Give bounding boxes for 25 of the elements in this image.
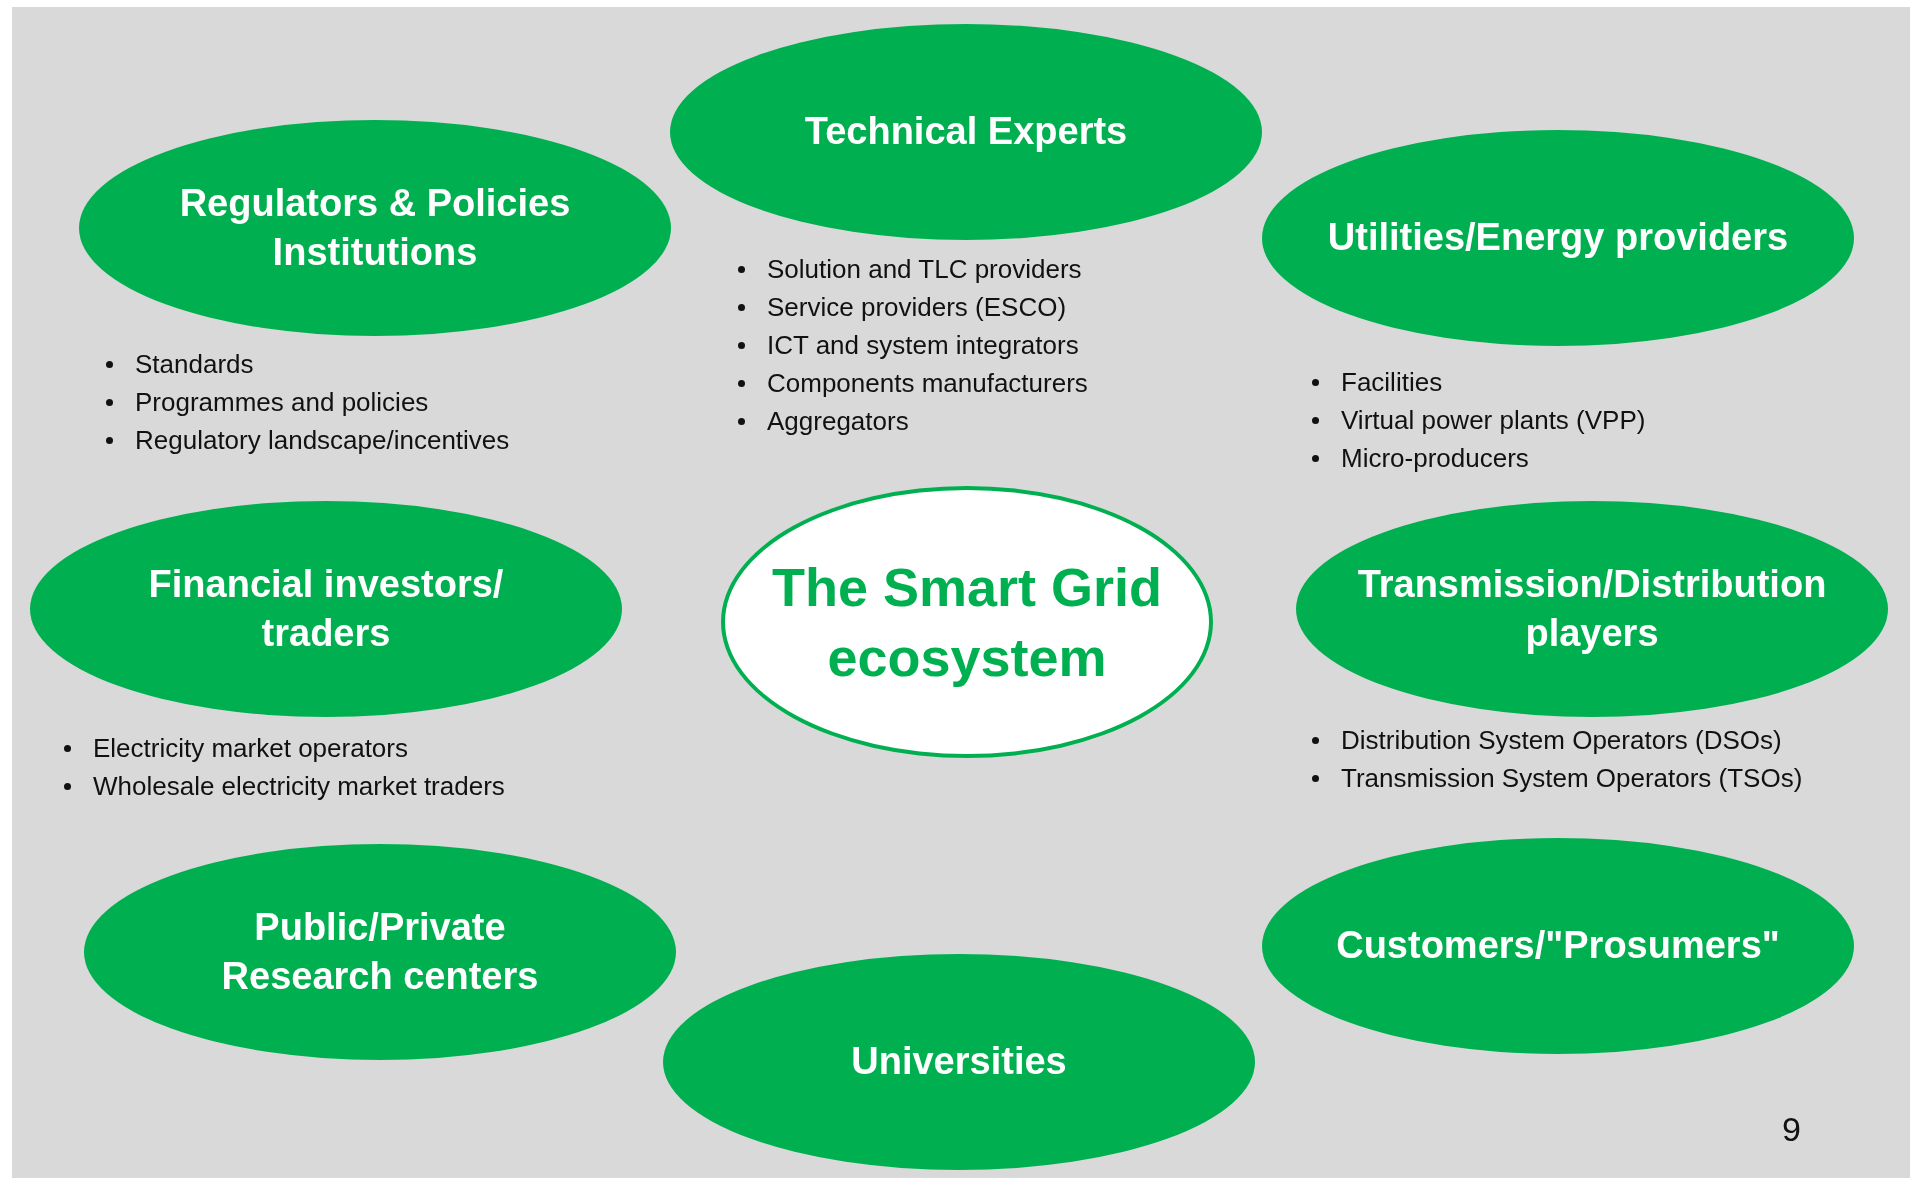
bullet-item: Components manufacturers [767,367,1088,400]
ellipse-title: Public/Private Research centers [220,904,540,999]
page-number: 9 [1782,1110,1801,1149]
bullet-item: Virtual power plants (VPP) [1341,404,1646,437]
bullet-item: ICT and system integrators [767,329,1079,362]
ellipse-title: Financial investors/ traders [147,561,505,656]
bullet-item: Regulatory landscape/incentives [135,424,510,457]
bullet-item: Aggregators [767,405,909,438]
bullet-item: Electricity market operators [93,732,408,765]
ellipse-title: Customers/"Prosumers" [1335,923,1781,969]
bullet-item: Programmes and policies [135,386,429,419]
bullet-item: Transmission System Operators (TSOs) [1341,762,1803,795]
bullet-item: Micro-producers [1341,442,1529,475]
ellipse-title: Transmission/Distribution players [1356,561,1828,656]
ellipse-title: Utilities/Energy providers [1326,215,1790,261]
bullet-item: Distribution System Operators (DSOs) [1341,724,1782,757]
bullet-item: Wholesale electricity market traders [93,770,505,803]
ellipse-title: The Smart Grid ecosystem [770,555,1164,689]
bullet-item: Standards [135,348,254,381]
ellipse-title: Universities [850,1039,1068,1085]
ellipse-title: Regulators & Policies Institutions [178,180,572,275]
bullet-item: Solution and TLC providers [767,253,1082,286]
ellipse-title: Technical Experts [803,109,1129,155]
bullet-item: Service providers (ESCO) [767,291,1067,324]
bullet-item: Facilities [1341,366,1443,399]
